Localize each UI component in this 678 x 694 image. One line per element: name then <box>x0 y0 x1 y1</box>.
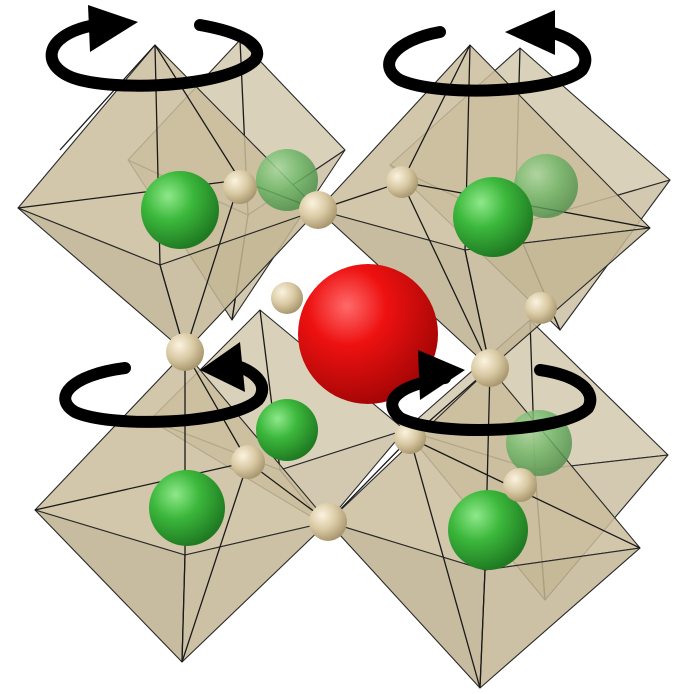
oxygen-atom <box>231 445 265 479</box>
oxygen-atom <box>223 170 257 204</box>
b-atom-front-bottom-right <box>448 490 528 570</box>
b-atom-back-bottom-left <box>256 399 318 461</box>
oxygen-atom <box>271 282 303 314</box>
oxygen-atom <box>503 468 537 502</box>
oxygen-atom <box>386 166 418 198</box>
oxygen-atom <box>309 503 347 541</box>
b-atom-front-bottom-left <box>149 470 225 546</box>
oxygen-atom <box>525 292 557 324</box>
oxygen-atom <box>166 333 204 371</box>
b-atom-front-top-left <box>141 171 219 249</box>
oxygen-atom <box>471 349 509 387</box>
oxygen-atom <box>299 191 337 229</box>
b-atom-front-top-right <box>453 177 533 257</box>
